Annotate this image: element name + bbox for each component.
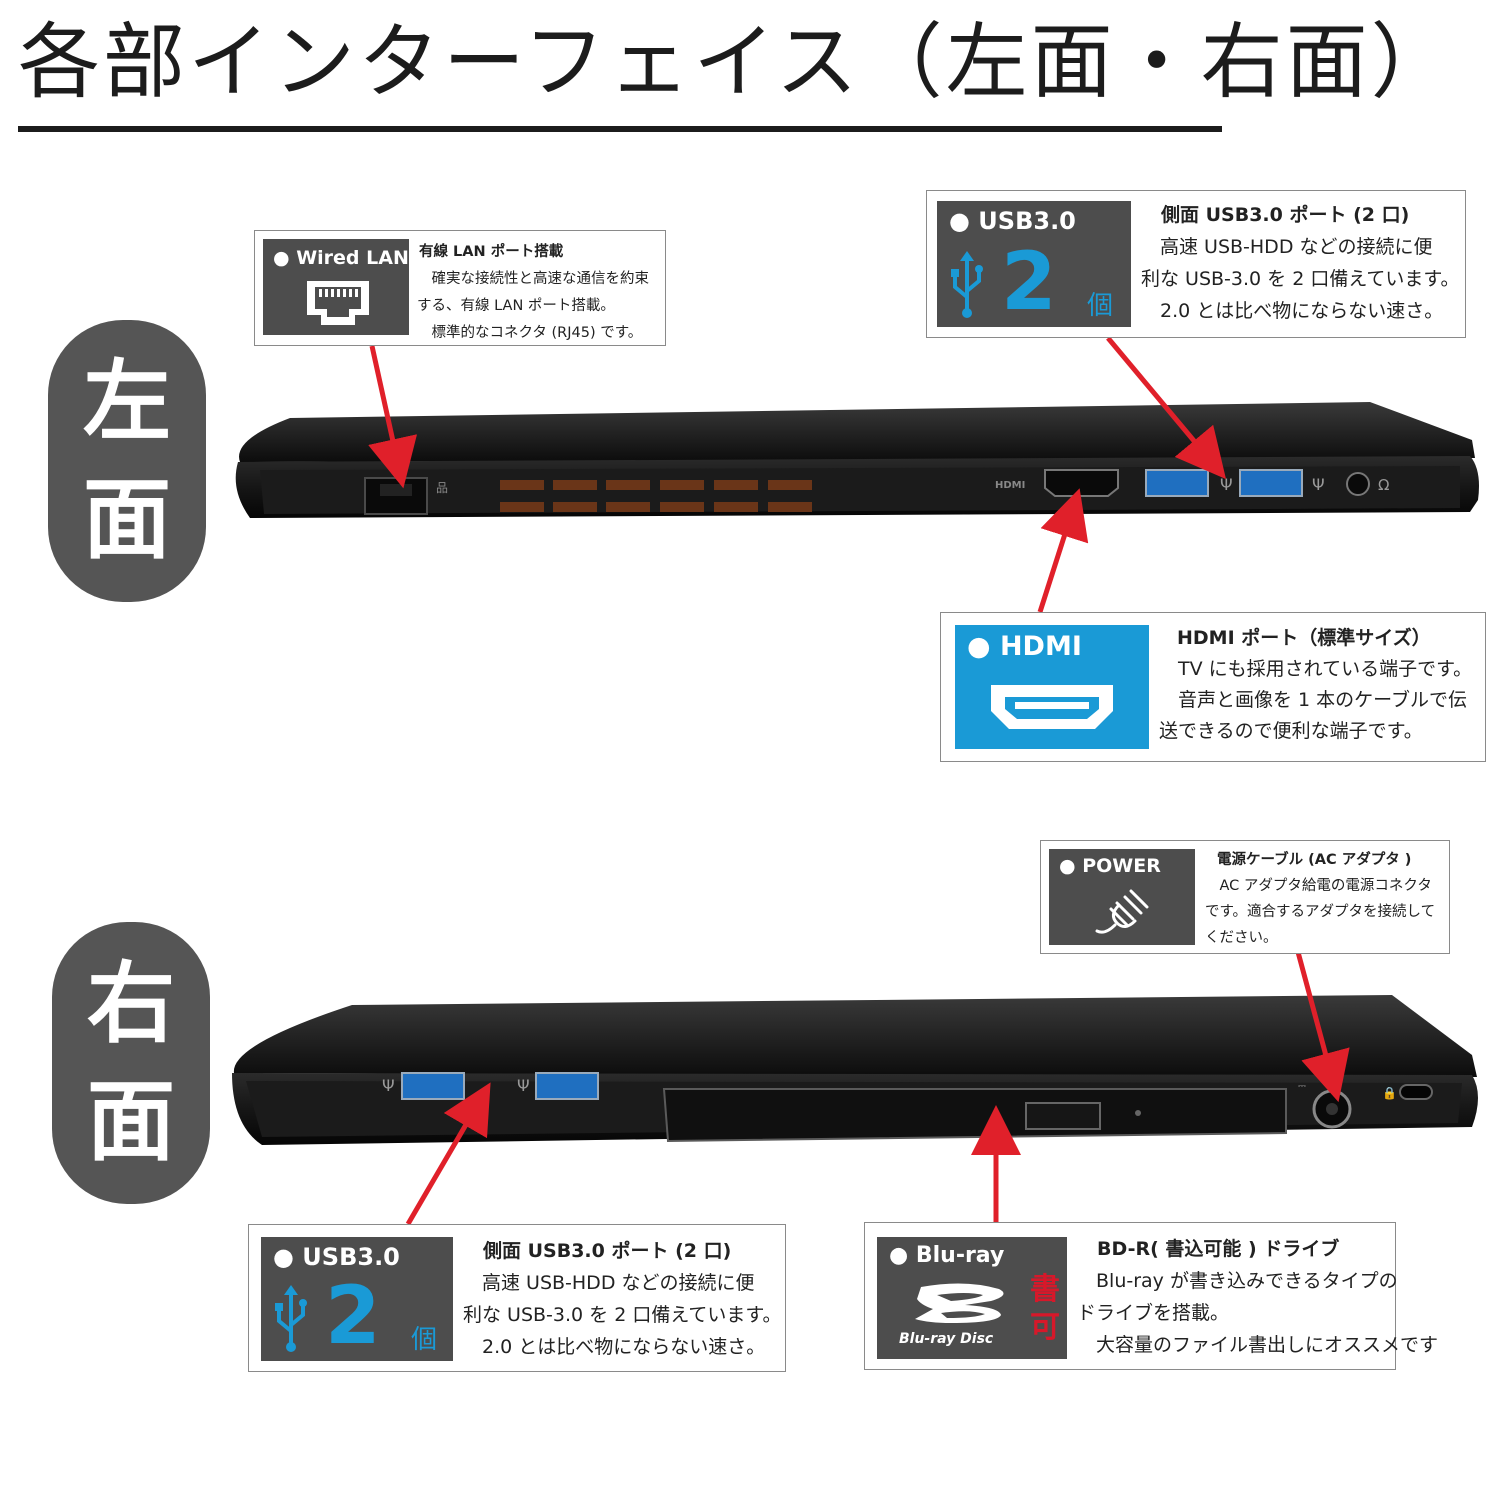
power-heading: 電源ケーブル (AC アダプタ )	[1217, 852, 1412, 868]
arrow-usb-left	[1106, 336, 1227, 480]
laptop-left-side-photo: 品 HDMI Ψ Ψ Ω	[235, 402, 1480, 518]
power-plug-icon	[1095, 889, 1149, 934]
usb-left-line-2: 利な USB-3.0 を 2 口備えています。	[1141, 268, 1460, 290]
usb-left-line-3: 2.0 とは比べ物にならない速さ。	[1141, 300, 1444, 322]
bluray-description: BD-R( 書込可能 ) ドライブ Blu-ray が書き込みできるタイプの ド…	[1077, 1233, 1438, 1361]
callout-power: ● POWER 電源ケーブル (AC アダプタ ) AC アダプタ給電の電源コネ…	[1040, 840, 1450, 954]
hdmi-line-2: 音声と画像を 1 本のケーブルで伝	[1159, 689, 1468, 711]
lan-line-2: する、有線 LAN ポート搭載。	[417, 298, 615, 314]
drive-eject-button	[1025, 1102, 1101, 1130]
badge-title: ● USB3.0	[273, 1243, 400, 1271]
usb-symbol-icon: Ψ	[1220, 475, 1233, 494]
usb-symbol-icon: Ψ	[1312, 475, 1325, 494]
usb-icon	[275, 1285, 307, 1352]
usb-count: 2	[1001, 235, 1057, 328]
badge-title: ● USB3.0	[949, 207, 1076, 235]
callout-usb-left: ● USB3.0 2 個 側面 USB3.0 ポート (2 口) 高速 USB-…	[926, 190, 1466, 338]
ethernet-port-icon	[307, 281, 369, 325]
badge-title: ● POWER	[1059, 855, 1161, 877]
bluray-logo-text: Blu-ray Disc	[899, 1331, 994, 1347]
callout-hdmi: ● HDMI HDMI ポート（標準サイズ） TV にも採用されている端子です。…	[940, 612, 1486, 762]
power-line-3: ください。	[1205, 930, 1278, 946]
usb-right-line-2: 利な USB-3.0 を 2 口備えています。	[463, 1304, 782, 1326]
usb-symbol-icon: Ψ	[517, 1076, 530, 1095]
left-side-label-char-1: 左	[82, 350, 171, 453]
hdmi-heading: HDMI ポート（標準サイズ）	[1177, 627, 1431, 649]
kensington-lock-slot	[1399, 1084, 1433, 1100]
lan-line-1: 確実な接続性と高速な通信を約束	[417, 271, 649, 287]
writable-stamp-char-2: 可	[1030, 1310, 1060, 1345]
hdmi-connector-icon	[991, 685, 1113, 729]
usb-count-unit: 個	[1087, 291, 1114, 321]
right-side-label-char-1: 右	[86, 952, 175, 1055]
usb-count: 2	[325, 1269, 381, 1362]
badge-usb-left: ● USB3.0 2 個	[937, 201, 1131, 327]
bluray-line-1: Blu-ray が書き込みできるタイプの	[1077, 1270, 1398, 1292]
usb-count-unit: 個	[411, 1325, 438, 1355]
page-title: 各部インターフェイス（左面・右面）	[18, 15, 1456, 110]
badge-title: ● Blu-ray	[889, 1243, 1005, 1268]
badge-title: ● Wired LAN	[273, 247, 409, 269]
power-line-2: です。適合するアダプタを接続して	[1205, 904, 1436, 920]
badge-title: ● HDMI	[967, 631, 1082, 662]
hdmi-description: HDMI ポート（標準サイズ） TV にも採用されている端子です。 音声と画像を…	[1159, 623, 1472, 747]
callout-wired-lan: ● Wired LAN 有線 LAN ポート搭載 確実な接続性と高速な通信を約束…	[254, 230, 666, 346]
lan-line-3: 標準的なコネクタ (RJ45) です。	[417, 325, 643, 341]
right-side-label-char-2: 面	[86, 1070, 175, 1173]
badge-wired-lan: ● Wired LAN	[263, 239, 409, 335]
hdmi-line-3: 送できるので便利な端子です。	[1159, 720, 1423, 742]
left-side-label: 左 面	[48, 320, 206, 602]
hdmi-line-1: TV にも採用されている端子です。	[1159, 658, 1473, 680]
usb-right-line-3: 2.0 とは比べ物にならない速さ。	[463, 1336, 766, 1358]
callout-bluray: ● Blu-ray Blu-ray Disc 書 可 BD-R( 書込可能 ) …	[864, 1222, 1438, 1370]
cooling-vents	[500, 480, 812, 512]
lan-description: 有線 LAN ポート搭載 確実な接続性と高速な通信を約束 する、有線 LAN ポ…	[417, 239, 649, 347]
right-side-label: 右 面	[52, 922, 210, 1204]
lan-heading: 有線 LAN ポート搭載	[419, 244, 564, 260]
writable-stamp-char-1: 書	[1030, 1272, 1060, 1307]
bluray-line-3: 大容量のファイル書出しにオススメです	[1077, 1334, 1439, 1356]
headphone-icon: Ω	[1378, 476, 1389, 494]
badge-usb-right: ● USB3.0 2 個	[261, 1237, 453, 1361]
usb-left-heading: 側面 USB3.0 ポート (2 口)	[1161, 204, 1410, 226]
power-line-1: AC アダプタ給電の電源コネクタ	[1205, 878, 1432, 894]
usb-right-heading: 側面 USB3.0 ポート (2 口)	[483, 1240, 732, 1262]
badge-bluray: ● Blu-ray Blu-ray Disc 書 可	[877, 1237, 1067, 1359]
badge-hdmi: ● HDMI	[955, 625, 1149, 749]
lock-icon: 🔒	[1382, 1086, 1397, 1100]
usb-left-description: 側面 USB3.0 ポート (2 口) 高速 USB-HDD などの接続に便 利…	[1141, 199, 1459, 327]
usb-left-line-1: 高速 USB-HDD などの接続に便	[1141, 236, 1433, 258]
left-side-label-char-2: 面	[82, 468, 171, 571]
badge-power: ● POWER	[1049, 849, 1195, 945]
arrow-lan	[368, 345, 418, 489]
usb-right-line-1: 高速 USB-HDD などの接続に便	[463, 1272, 755, 1294]
callout-usb-right: ● USB3.0 2 個 側面 USB3.0 ポート (2 口) 高速 USB-…	[248, 1224, 786, 1372]
drive-emergency-eject-hole	[1135, 1110, 1141, 1116]
usb-port-2	[1239, 469, 1303, 497]
hdmi-port-label: HDMI	[995, 480, 1025, 491]
bluray-heading: BD-R( 書込可能 ) ドライブ	[1097, 1238, 1340, 1260]
usb-icon	[951, 251, 983, 318]
usb-symbol-icon: Ψ	[382, 1076, 395, 1095]
usb-port-2	[535, 1072, 599, 1100]
arrow-power	[1295, 951, 1350, 1103]
title-underline	[18, 126, 1222, 132]
arrow-usb-right	[405, 1082, 491, 1226]
bluray-line-2: ドライブを搭載。	[1077, 1302, 1230, 1324]
audio-jack	[1346, 472, 1370, 496]
writable-stamp: 書 可	[1027, 1271, 1063, 1347]
arrow-hdmi	[1037, 488, 1089, 613]
laptop-right-side-photo: Ψ Ψ ⎓ 🔒	[232, 995, 1478, 1145]
lan-port-icon: 品	[436, 481, 448, 495]
power-description: 電源ケーブル (AC アダプタ ) AC アダプタ給電の電源コネクタ です。適合…	[1205, 847, 1435, 951]
usb-right-description: 側面 USB3.0 ポート (2 口) 高速 USB-HDD などの接続に便 利…	[463, 1235, 781, 1363]
bluray-logo-icon	[915, 1283, 1004, 1323]
